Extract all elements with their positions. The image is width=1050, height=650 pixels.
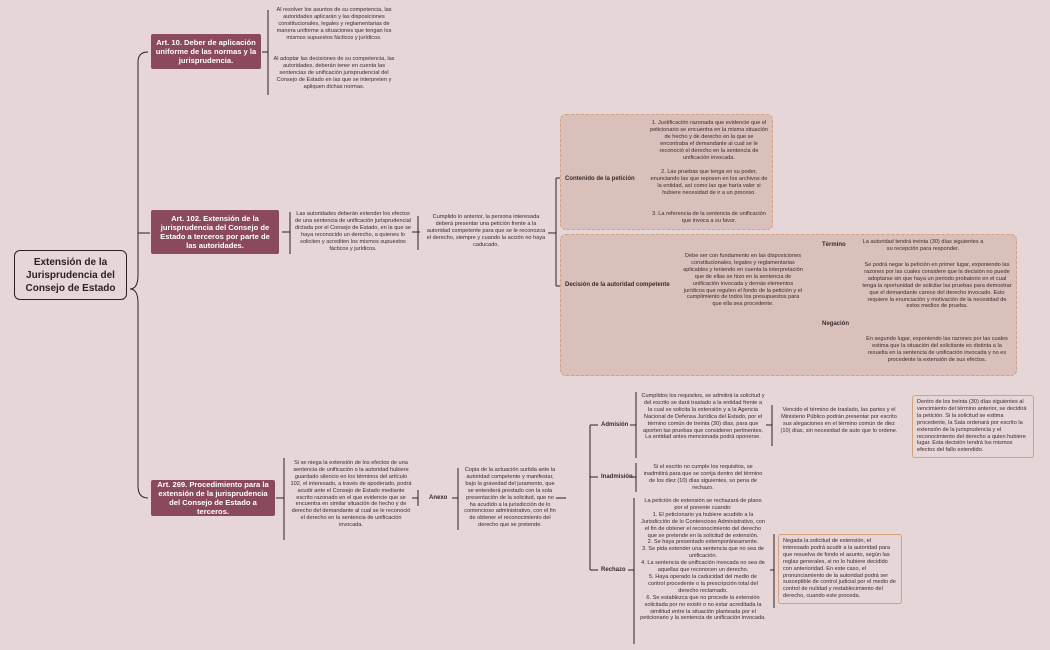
anexo-label[interactable]: Anexo	[429, 495, 448, 501]
root-topic[interactable]: Extensión de la Jurisprudencia del Conse…	[14, 250, 127, 300]
art10-text-2: Al adoptar las decisiones de su competen…	[273, 56, 395, 90]
art102-text: Las autoridades deberán extender los efe…	[295, 211, 411, 252]
art102-petition-text: Cumplido lo anterior, la persona interes…	[426, 214, 546, 248]
art10-text-1: Al resolver los asuntos de su competenci…	[276, 7, 392, 41]
admision-text: Cumplidos los requisitos, se admitirá la…	[641, 393, 765, 441]
admision-text-3: Dentro de los treinta (30) días siguient…	[912, 395, 1034, 459]
negacion-label[interactable]: Negación	[822, 321, 850, 327]
decision-text: Debe ser con fundamento en las disposici…	[683, 253, 803, 308]
rechazo-text-2: Negada la solicitud de extensión, el int…	[778, 534, 902, 605]
admision-label[interactable]: Admisión	[601, 422, 629, 428]
inadmision-label[interactable]: Inadmisión	[601, 474, 633, 480]
contenido-group	[560, 114, 773, 230]
art269-text: Si se niega la extensión de los efectos …	[290, 460, 412, 529]
decision-group	[560, 234, 1017, 376]
rechazo-label[interactable]: Rechazo	[601, 567, 626, 573]
contenido-item-2: 2. Las pruebas que tenga en su poder, en…	[650, 169, 768, 196]
negacion-text-1: Se podrá negar la petición en primer lug…	[862, 262, 1012, 310]
termino-label[interactable]: Término	[822, 242, 846, 248]
rechazo-text: La petición de extensión se rechazará de…	[640, 498, 766, 622]
termino-text: La autoridad tendrá treinta (30) días si…	[862, 239, 984, 252]
art269-title[interactable]: Art. 269. Procedimiento para la extensió…	[151, 480, 275, 516]
art10-title[interactable]: Art. 10. Deber de aplicación uniforme de…	[151, 34, 261, 69]
inadmision-text: Si el escrito no cumple los requisitos, …	[643, 464, 763, 491]
contenido-item-3: 3. La referencia de la sentencia de unif…	[652, 211, 766, 224]
art102-title[interactable]: Art. 102. Extensión de la jurisprudencia…	[151, 210, 279, 254]
anexo-text: Copia de la actuación surtida ante la au…	[464, 467, 556, 529]
contenido-item-1: 1. Justificación razonada que evidencie …	[650, 120, 768, 161]
admision-text-2: Vencido el término de traslado, las part…	[780, 407, 898, 434]
negacion-text-2: En segundo lugar, exponiendo las razones…	[866, 336, 1008, 363]
decision-label[interactable]: Decisión de la autoridad competente	[565, 282, 670, 288]
contenido-label[interactable]: Contenido de la petición	[565, 176, 635, 182]
